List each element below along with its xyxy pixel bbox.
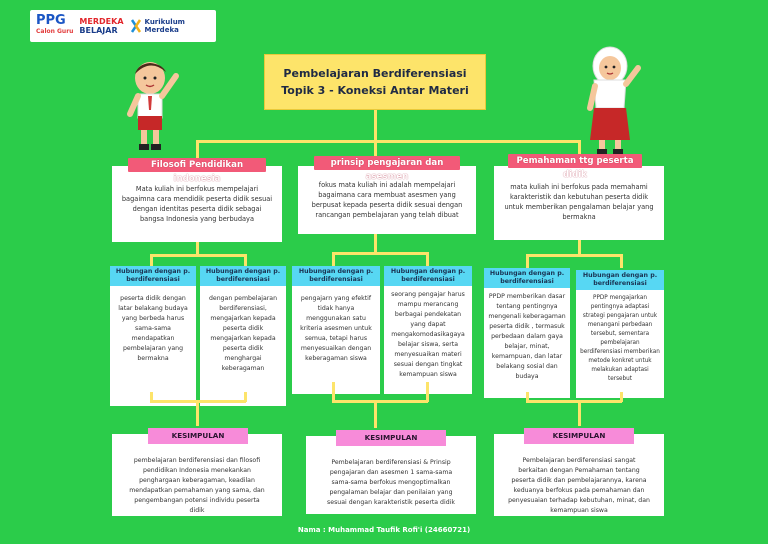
connector-line: [196, 140, 580, 143]
central-title: Pembelajaran Berdiferensiasi Topik 3 - K…: [264, 54, 486, 110]
conclusion-1-body: pembelajaran berdiferensiasi dan filosof…: [112, 434, 282, 516]
sub-card-1a: Hubungan dengan p. berdiferensiasi peser…: [110, 266, 196, 406]
connector-line: [374, 234, 377, 254]
kurikulum-merdeka-logo: Kurikulum Merdeka: [130, 18, 185, 34]
kurikulum-icon: [130, 19, 142, 33]
branch-2-label: prinsip pengajaran dan asesmen: [314, 156, 460, 170]
connector-line: [332, 400, 428, 403]
connector-line: [578, 400, 581, 426]
conclusion-2-label: KESIMPULAN: [336, 430, 446, 446]
branch-3-label: Pemahaman ttg peserta didik: [508, 154, 642, 168]
title-line-1: Pembelajaran Berdiferensiasi: [283, 65, 466, 82]
sub-card-3a: Hubungan dengan p. berdiferensiasi PPDP …: [484, 268, 570, 398]
branch-1-label: Filosofi Pendidikan indonesia: [128, 158, 266, 172]
conclusion-3-label: KESIMPULAN: [524, 428, 634, 444]
connector-line: [332, 252, 335, 266]
merdeka-belajar-logo: MERDEKA BELAJAR: [79, 17, 123, 35]
student-boy-illustration: [118, 56, 186, 154]
author-footer: Nama : Muhammad Taufik Rofi'i (24660721): [0, 526, 768, 534]
connector-line: [526, 400, 622, 403]
sub-card-1b: Hubungan dengan p. berdiferensiasi denga…: [200, 266, 286, 406]
logo-bar: PPG Calon Guru MERDEKA BELAJAR Kurikulum…: [30, 10, 216, 42]
connector-line: [374, 400, 377, 428]
title-line-2: Topik 3 - Koneksi Antar Materi: [281, 82, 468, 99]
student-girl-illustration: [580, 40, 646, 158]
connector-line: [196, 400, 199, 426]
connector-line: [426, 382, 429, 402]
conclusion-1-label: KESIMPULAN: [148, 428, 248, 444]
connector-line: [526, 254, 622, 257]
conclusion-3-body: Pembelajaran berdiferensiasi sangat berk…: [494, 434, 664, 516]
ppg-logo: PPG Calon Guru: [36, 15, 73, 37]
connector-line: [374, 110, 377, 142]
connector-line: [332, 252, 428, 255]
sub-card-3b: Hubungan dengan p. berdiferensiasi PPDP …: [576, 270, 664, 398]
connector-line: [332, 382, 335, 402]
sub-card-2b: Hubungan dengan p. berdiferensiasi seora…: [384, 266, 472, 394]
conclusion-2-body: Pembelajaran berdiferensiasi & Prinsip p…: [306, 436, 476, 514]
connector-line: [526, 254, 529, 268]
connector-line: [150, 254, 246, 257]
connector-line: [620, 254, 623, 268]
sub-card-2a: Hubungan dengan p. berdiferensiasi penga…: [292, 266, 380, 394]
connector-line: [426, 252, 429, 266]
